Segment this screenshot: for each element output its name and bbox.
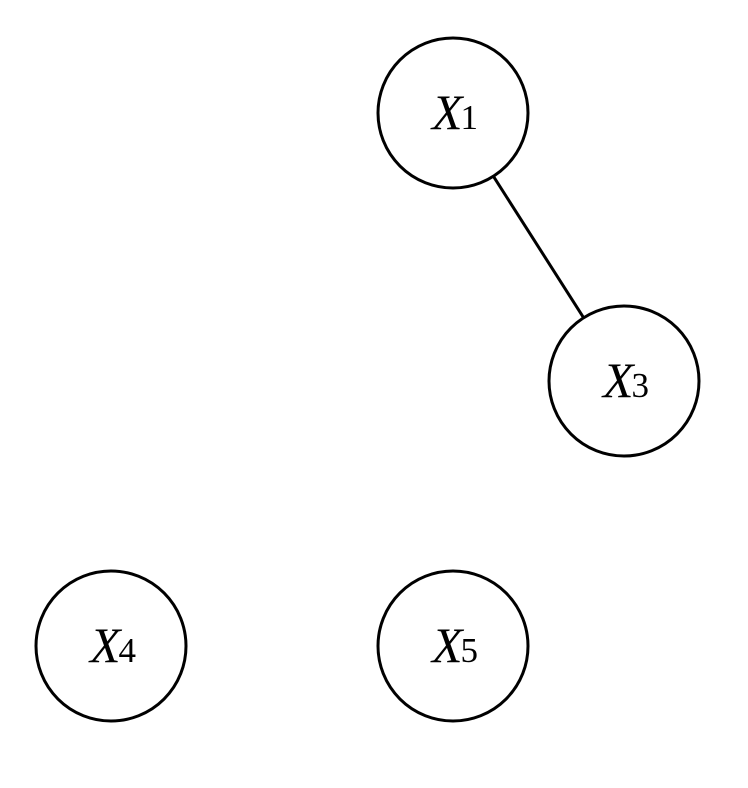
node-subscript: 5 xyxy=(461,631,479,670)
node-x3: X3 xyxy=(547,304,701,458)
node-circle xyxy=(376,569,530,723)
node-circle xyxy=(34,569,188,723)
node-label: X1 xyxy=(430,84,478,140)
edges-layer xyxy=(492,175,585,319)
node-label: X3 xyxy=(601,352,649,408)
node-label: X4 xyxy=(88,617,136,673)
node-circle xyxy=(376,36,530,190)
node-variable: X xyxy=(430,84,465,140)
node-x5: X5 xyxy=(376,569,530,723)
node-variable: X xyxy=(88,617,123,673)
node-subscript: 3 xyxy=(632,366,650,405)
node-x1: X1 xyxy=(376,36,530,190)
node-variable: X xyxy=(601,352,636,408)
node-x4: X4 xyxy=(34,569,188,723)
node-variable: X xyxy=(430,617,465,673)
edge-x1-x3 xyxy=(492,175,585,319)
node-subscript: 4 xyxy=(119,631,137,670)
node-circle xyxy=(547,304,701,458)
node-label: X5 xyxy=(430,617,478,673)
node-subscript: 1 xyxy=(461,98,479,137)
